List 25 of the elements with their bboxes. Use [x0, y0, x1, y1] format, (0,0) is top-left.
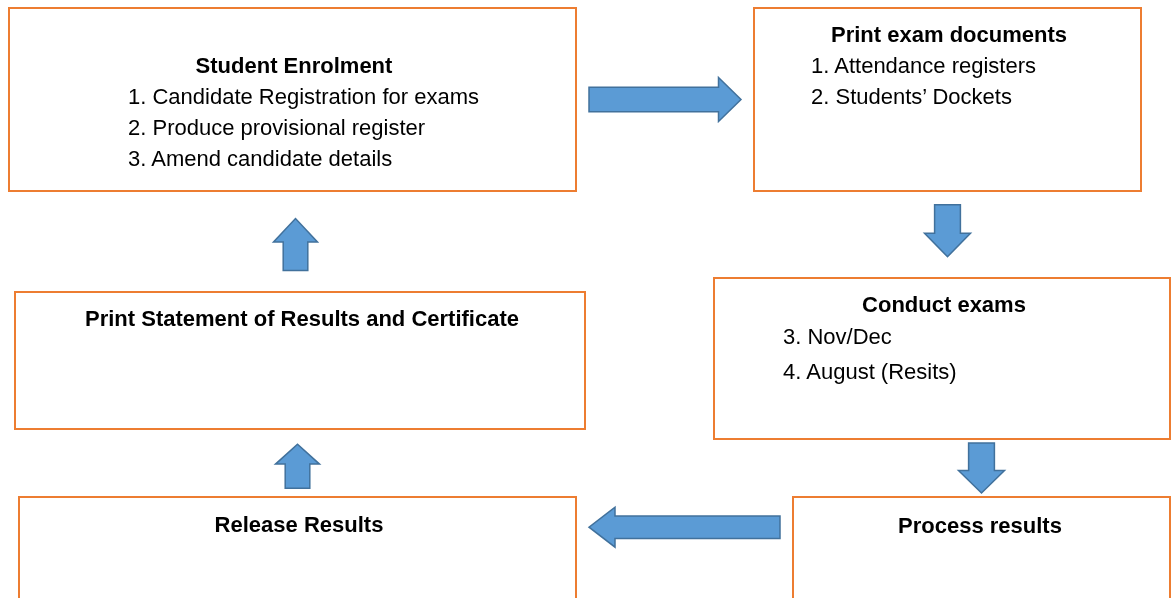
box-heading: Process results [898, 513, 1062, 540]
box-heading: Release Results [214, 512, 384, 539]
list-item: 2. Produce provisional register [128, 115, 426, 142]
block-arrow [588, 75, 743, 124]
process-box [713, 277, 1171, 440]
block-arrow [271, 217, 320, 272]
list-item: 1. Attendance registers [811, 53, 1037, 80]
block-arrow [922, 203, 973, 258]
list-item: 2. Students’ Dockets [811, 84, 1012, 111]
block-arrow [587, 505, 781, 549]
block-arrow [273, 443, 322, 490]
box-heading: Print Statement of Results and Certificate [85, 306, 519, 333]
process-box [14, 291, 586, 430]
box-heading: Student Enrolment [195, 53, 393, 80]
block-arrow [956, 442, 1007, 495]
process-box [753, 7, 1142, 192]
process-box [8, 7, 577, 192]
list-item: 3. Amend candidate details [128, 146, 393, 173]
box-heading: Print exam documents [831, 22, 1067, 49]
list-item: 1. Candidate Registration for exams [128, 84, 479, 111]
process-box [18, 496, 577, 598]
box-heading: Conduct exams [862, 292, 1026, 319]
list-item: 4. August (Resits) [783, 359, 957, 386]
process-box [792, 496, 1171, 598]
list-item: 3. Nov/Dec [783, 324, 892, 351]
